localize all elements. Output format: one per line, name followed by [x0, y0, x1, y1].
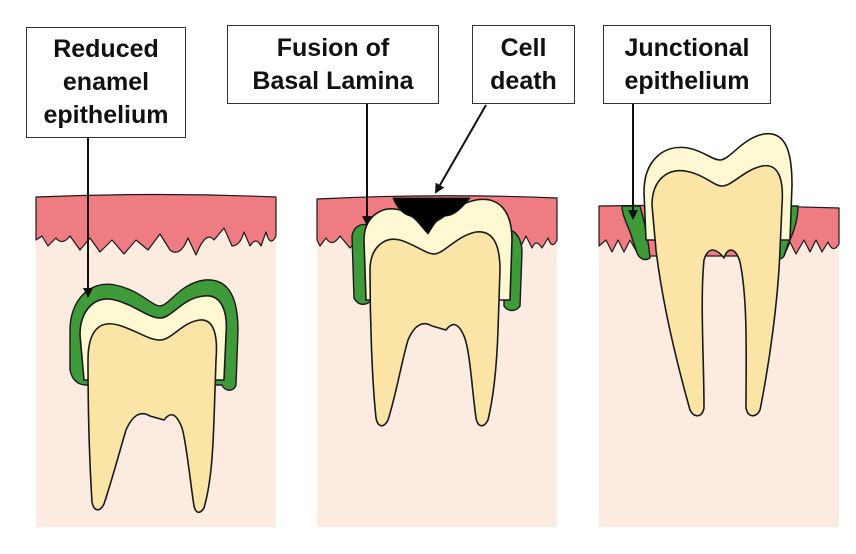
- label-cell-death: Cell death: [472, 25, 575, 104]
- label-line: enamel: [62, 68, 150, 96]
- label-line: epithelium: [43, 101, 169, 129]
- label-line: Reduced: [53, 35, 159, 63]
- dentin-root-3: [651, 164, 784, 417]
- connective-tissue-3: [599, 208, 839, 527]
- gingiva-1: [35, 193, 277, 256]
- label-line: Junctional: [624, 33, 750, 62]
- panel-fusion-cell-death: [316, 195, 558, 527]
- label-reduced-enamel-epithelium: Reduced enamel epithelium: [26, 27, 186, 138]
- label-line: Basal Lamina: [252, 66, 414, 95]
- label-fusion-of-basal-lamina: Fusion of Basal Lamina: [227, 25, 439, 104]
- label-line: epithelium: [624, 66, 750, 95]
- panel-reduced-enamel-epithelium: [35, 193, 277, 527]
- panel-junctional-epithelium: [598, 133, 840, 527]
- label-line: death: [490, 66, 557, 95]
- pointer-arrows: [83, 102, 638, 298]
- label-line: Fusion of: [276, 33, 390, 62]
- label-junctional-epithelium: Junctional epithelium: [603, 25, 771, 104]
- arrow-cell-death: [435, 104, 487, 194]
- dentin-root-1: [87, 319, 218, 514]
- dentin-root-2: [369, 231, 501, 427]
- dead-cells: [392, 197, 471, 235]
- label-line: Cell: [500, 33, 547, 62]
